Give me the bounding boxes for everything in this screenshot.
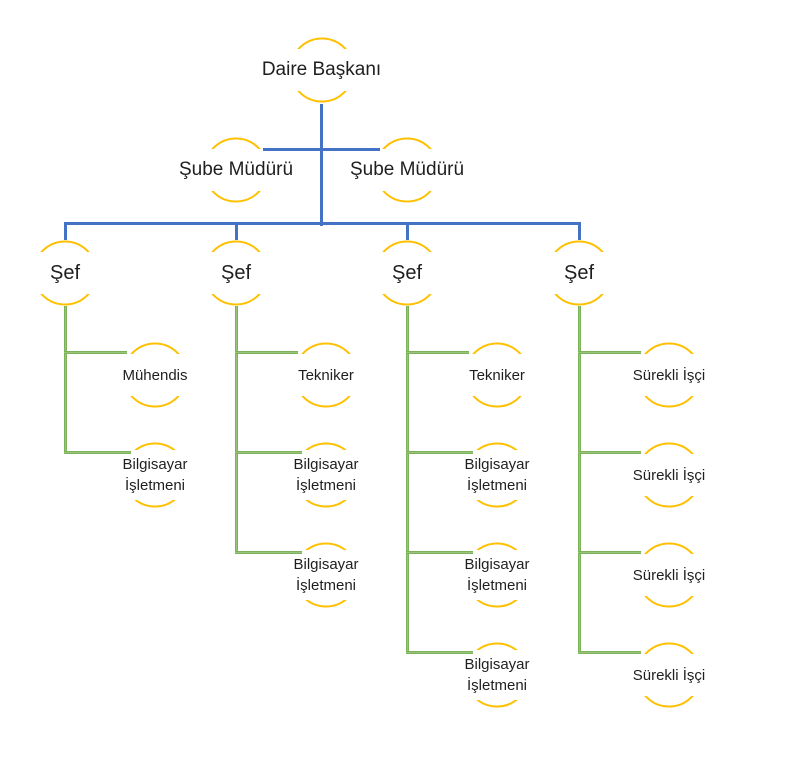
node-label: Sürekli İşçi	[609, 554, 729, 596]
org-node-sube-muduru-1: Şube Müdürü	[176, 132, 296, 208]
connector-chief-stub-3	[405, 223, 409, 240]
connector-branch-horizontal-3-2	[405, 450, 473, 454]
node-label: Şef	[176, 252, 296, 294]
node-label-line: İşletmeni	[466, 577, 528, 594]
node-label-line: İşletmeni	[124, 477, 186, 494]
connector-branch-vertical-2	[234, 306, 238, 554]
org-node-daire-baskani: Daire Başkanı	[261, 32, 382, 108]
connector-branch-horizontal-1-2	[63, 450, 131, 454]
org-node-sef-3-child-1: Tekniker	[437, 337, 557, 413]
connector-branch-horizontal-4-1	[577, 350, 641, 354]
connector-chiefs-horizontal	[63, 221, 581, 225]
node-label-line: İşletmeni	[466, 677, 528, 694]
node-label-line: Bilgisayar	[122, 456, 188, 473]
node-label-line: Sürekli İşçi	[632, 366, 706, 384]
node-label-line: Bilgisayar	[464, 656, 530, 673]
node-label-line: Şube Müdürü	[178, 159, 294, 180]
node-label: Tekniker	[266, 354, 386, 396]
org-node-sef-4-child-4: Sürekli İşçi	[609, 637, 729, 713]
node-label-line: İşletmeni	[466, 477, 528, 494]
node-label-line: Bilgisayar	[464, 556, 530, 573]
connector-branch-horizontal-4-4	[577, 650, 641, 654]
connector-branch-horizontal-2-2	[234, 450, 302, 454]
node-label-line: Şef	[49, 261, 81, 284]
node-label-line: Tekniker	[298, 366, 354, 384]
connector-branch-horizontal-4-3	[577, 550, 641, 554]
node-label-line: Şef	[563, 261, 595, 284]
node-label: Daire Başkanı	[261, 49, 382, 91]
connector-chief-stub-2	[234, 223, 238, 240]
connector-root-vertical	[320, 104, 323, 226]
org-node-sef-4: Şef	[519, 235, 639, 311]
node-label-line: Sürekli İşçi	[632, 666, 706, 684]
node-label: Mühendis	[95, 354, 215, 396]
node-label-line: Şef	[220, 261, 252, 284]
node-label: Sürekli İşçi	[609, 354, 729, 396]
connector-branch-horizontal-3-1	[405, 350, 469, 354]
connector-managers-horizontal	[263, 147, 380, 151]
connector-branch-horizontal-3-4	[405, 650, 473, 654]
connector-branch-vertical-1	[63, 306, 67, 454]
node-label-line: Tekniker	[469, 366, 525, 384]
connector-chief-stub-4	[577, 223, 581, 240]
connector-branch-horizontal-3-3	[405, 550, 473, 554]
connector-chief-stub-1	[63, 223, 67, 240]
node-label-line: Bilgisayar	[293, 556, 359, 573]
org-node-sef-4-child-1: Sürekli İşçi	[609, 337, 729, 413]
node-label: Şef	[5, 252, 125, 294]
node-label-line: İşletmeni	[295, 577, 357, 594]
node-label: Şef	[347, 252, 467, 294]
connector-branch-horizontal-2-1	[234, 350, 298, 354]
org-node-sef-4-child-3: Sürekli İşçi	[609, 537, 729, 613]
org-node-sef-4-child-2: Sürekli İşçi	[609, 437, 729, 513]
org-node-sube-muduru-2: Şube Müdürü	[347, 132, 467, 208]
org-node-sef-1-child-1: Mühendis	[95, 337, 215, 413]
org-node-sef-3: Şef	[347, 235, 467, 311]
org-node-sef-2: Şef	[176, 235, 296, 311]
node-label-line: Şube Müdürü	[349, 159, 465, 180]
node-label-line: İşletmeni	[295, 477, 357, 494]
node-label-line: Bilgisayar	[293, 456, 359, 473]
connector-branch-horizontal-2-3	[234, 550, 302, 554]
node-label: Sürekli İşçi	[609, 454, 729, 496]
node-label-line: Bilgisayar	[464, 456, 530, 473]
node-label-line: Mühendis	[122, 366, 188, 384]
org-node-sef-2-child-1: Tekniker	[266, 337, 386, 413]
node-label-line: Daire Başkanı	[261, 59, 382, 80]
node-label-line: Şef	[391, 261, 423, 284]
node-label: Şef	[519, 252, 639, 294]
node-label: Şube Müdürü	[176, 149, 296, 191]
connector-branch-horizontal-1-1	[63, 350, 127, 354]
connector-branch-horizontal-4-2	[577, 450, 641, 454]
connector-branch-vertical-3	[405, 306, 409, 654]
node-label: Tekniker	[437, 354, 557, 396]
node-label-line: Sürekli İşçi	[632, 566, 706, 584]
org-node-sef-1: Şef	[5, 235, 125, 311]
connector-branch-vertical-4	[577, 306, 581, 654]
node-label-line: Sürekli İşçi	[632, 466, 706, 484]
node-label: Şube Müdürü	[347, 149, 467, 191]
node-label: Sürekli İşçi	[609, 654, 729, 696]
